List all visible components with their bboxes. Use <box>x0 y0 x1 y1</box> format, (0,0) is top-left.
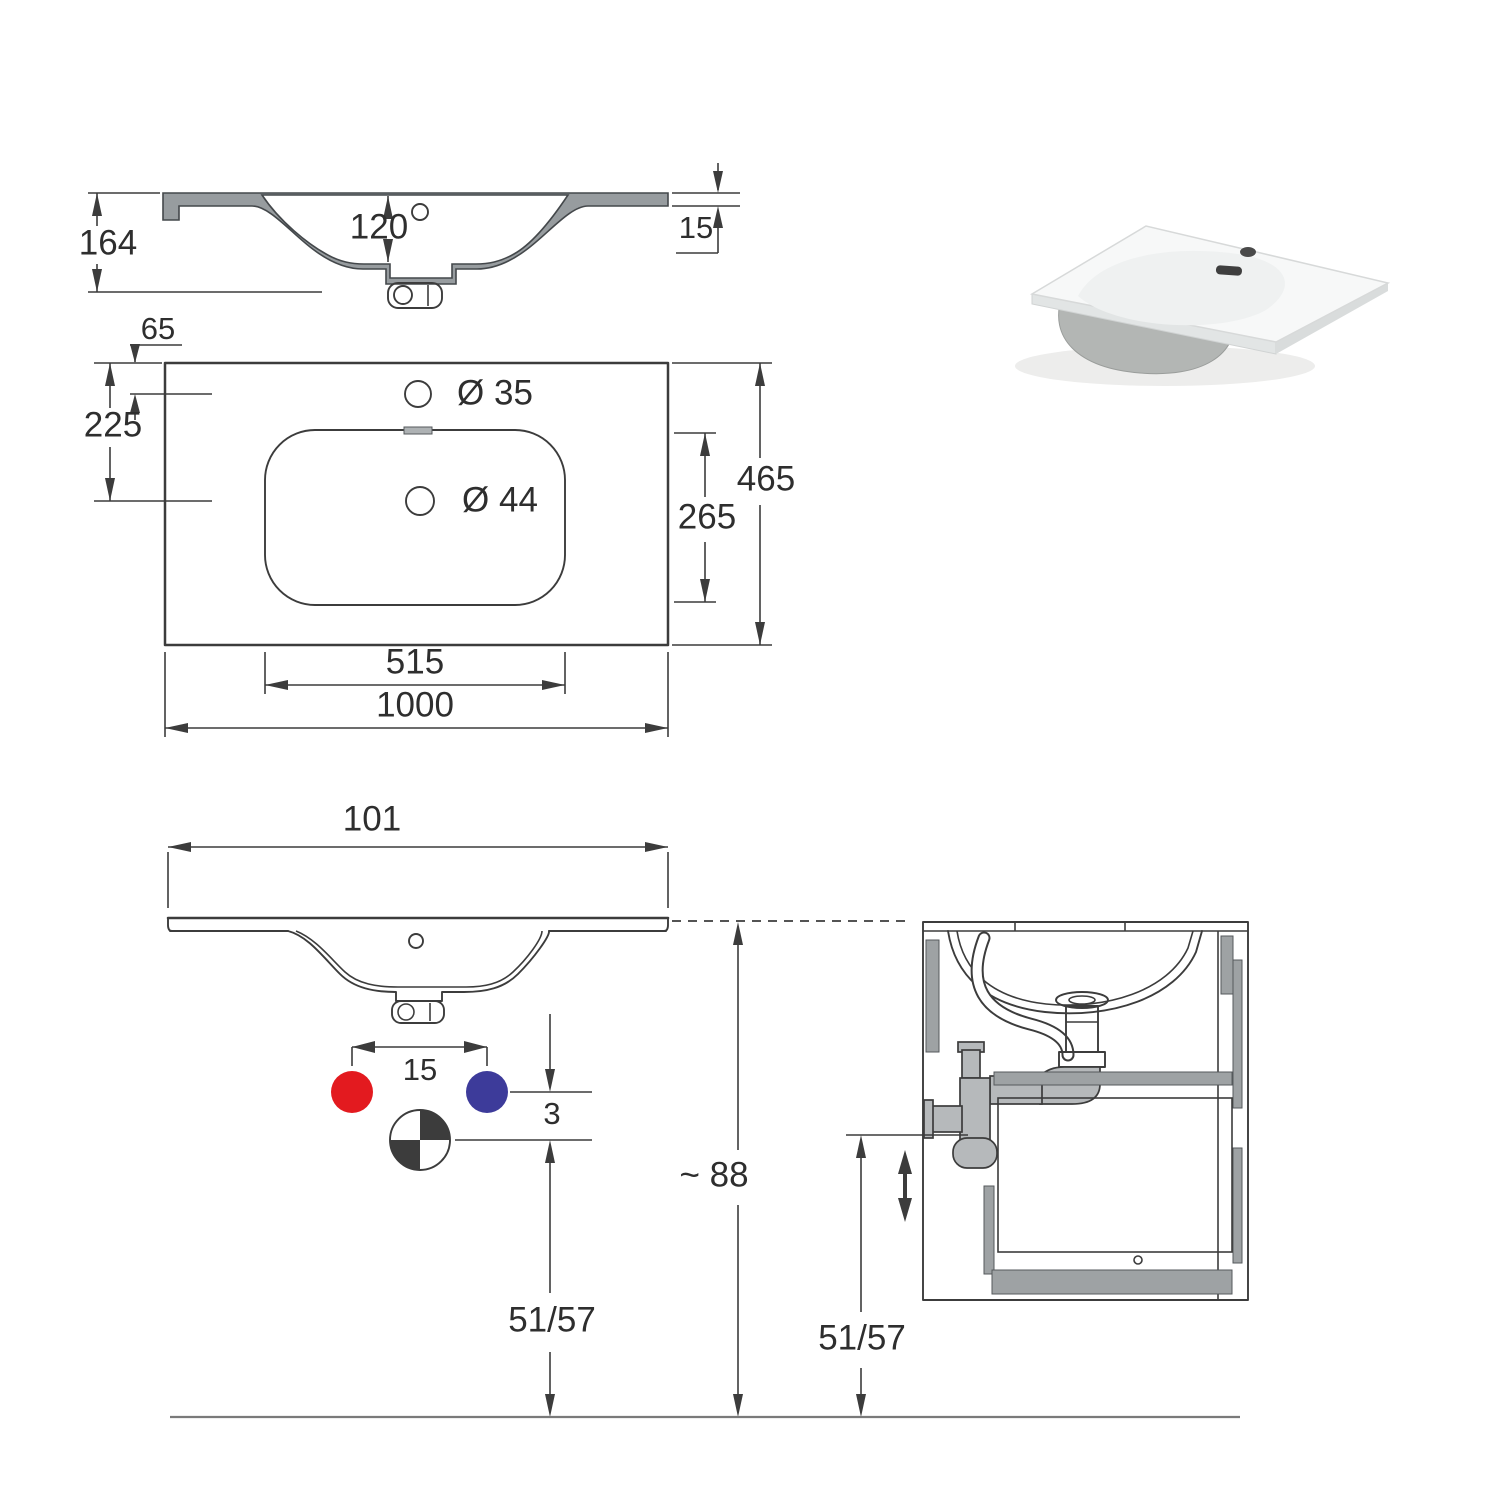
right-top-panel <box>1220 935 1234 995</box>
front-rim-right-lip <box>655 917 669 932</box>
dim-label-164: 164 <box>79 223 137 262</box>
cabinet-box <box>922 921 1249 1301</box>
right-side-panel-upper <box>1232 959 1243 1109</box>
cabinet-basin-outer <box>947 930 1203 1015</box>
dim-total-depth: 465 <box>672 362 795 646</box>
drawer-bottom-bar <box>991 1269 1233 1295</box>
drawer-box <box>997 1097 1233 1253</box>
dim-label-65: 65 <box>141 311 175 346</box>
dim-drain-offset: 3 <box>455 1014 592 1141</box>
front-bowl-outer <box>287 930 550 1002</box>
front-overflow-hole <box>408 933 424 949</box>
hot-water-dot <box>331 1071 373 1113</box>
dim-label-3: 3 <box>543 1096 560 1131</box>
trap-wall-flange <box>923 1099 934 1139</box>
dim-overall-height: ~ 88 <box>679 922 749 1417</box>
drawer-handle-detail <box>1133 1255 1143 1265</box>
dim-tap-pitch: 15 <box>351 1041 488 1087</box>
dim-mounting-height-left: 51/57 <box>508 1140 596 1417</box>
dim-label-101: 101 <box>343 799 401 838</box>
front-drain-fitting <box>391 1000 445 1024</box>
dim-mounting-height-right: 51/57 <box>818 1134 968 1417</box>
drain-hole <box>405 486 435 516</box>
photo-right-edge <box>1276 283 1388 354</box>
dim-label-15-pitch: 15 <box>403 1052 437 1087</box>
plan-view: Ø 35 Ø 44 65 225 <box>84 311 795 737</box>
dim-label-88: ~ 88 <box>679 1155 748 1194</box>
dim-section-bowl-depth: 120 <box>350 196 429 262</box>
section-drain-fitting <box>387 282 443 309</box>
trap-inlet <box>959 1077 991 1141</box>
dim-section-rim-thickness: 15 <box>672 163 740 254</box>
dim-label-265: 265 <box>678 497 736 536</box>
dim-section-total-height: 164 <box>79 192 322 293</box>
basin-outline <box>163 361 670 647</box>
dim-edge-to-tap: 65 <box>130 311 212 420</box>
overflow-notch <box>403 426 433 435</box>
photo-tap-hole <box>1240 247 1256 257</box>
dim-label-465: 465 <box>737 459 795 498</box>
label-tap-hole: Ø 35 <box>457 373 533 412</box>
drain-flange <box>1055 991 1109 1009</box>
cabinet-section-view: 51/57 <box>818 921 1249 1417</box>
front-view: 101 15 <box>166 799 908 1417</box>
overflow-pipe <box>972 933 1073 1060</box>
dim-label-5157-left: 51/57 <box>508 1300 596 1339</box>
front-drain-fitting-cap <box>397 1003 415 1021</box>
cabinet-basin-inner <box>956 930 1194 1006</box>
right-side-panel-lower <box>1232 1147 1243 1264</box>
section-drain-fitting-cap <box>393 285 413 305</box>
tap-hole <box>404 380 432 408</box>
height-adjust-arrow <box>898 1150 912 1222</box>
degree-mark <box>411 203 429 221</box>
dim-total-width: 1000 <box>164 652 669 737</box>
trap-valve <box>961 1049 981 1079</box>
dim-label-5157-right: 51/57 <box>818 1318 906 1357</box>
label-drain-hole: Ø 44 <box>462 480 538 519</box>
front-rim-left-lip <box>167 917 181 932</box>
dim-front-total-width: 101 <box>167 799 669 908</box>
drawer-left-rail <box>983 1185 995 1275</box>
section-view: 164 120 15 <box>79 163 740 309</box>
shelf-bar <box>993 1071 1233 1086</box>
drain-flange-cap <box>1068 995 1096 1005</box>
dim-label-515: 515 <box>386 642 444 681</box>
product-photo <box>1015 225 1391 386</box>
dim-label-225: 225 <box>84 405 142 444</box>
left-wall-panel <box>925 939 940 1053</box>
dim-bowl-inner-width: 515 <box>264 642 566 694</box>
dim-label-120: 120 <box>350 207 408 246</box>
photo-overflow-slot <box>1215 265 1242 276</box>
front-bowl-inner <box>295 930 543 988</box>
basin-section-profile <box>162 192 669 285</box>
dim-bowl-inner-depth: 265 <box>674 432 736 603</box>
trap-cup <box>952 1137 998 1169</box>
cold-water-dot <box>466 1071 508 1113</box>
dim-label-15-rim: 15 <box>679 210 713 245</box>
drain-centroid-symbol <box>389 1109 451 1171</box>
dim-edge-to-drain: 225 <box>84 362 212 502</box>
dim-label-1000: 1000 <box>376 685 454 724</box>
